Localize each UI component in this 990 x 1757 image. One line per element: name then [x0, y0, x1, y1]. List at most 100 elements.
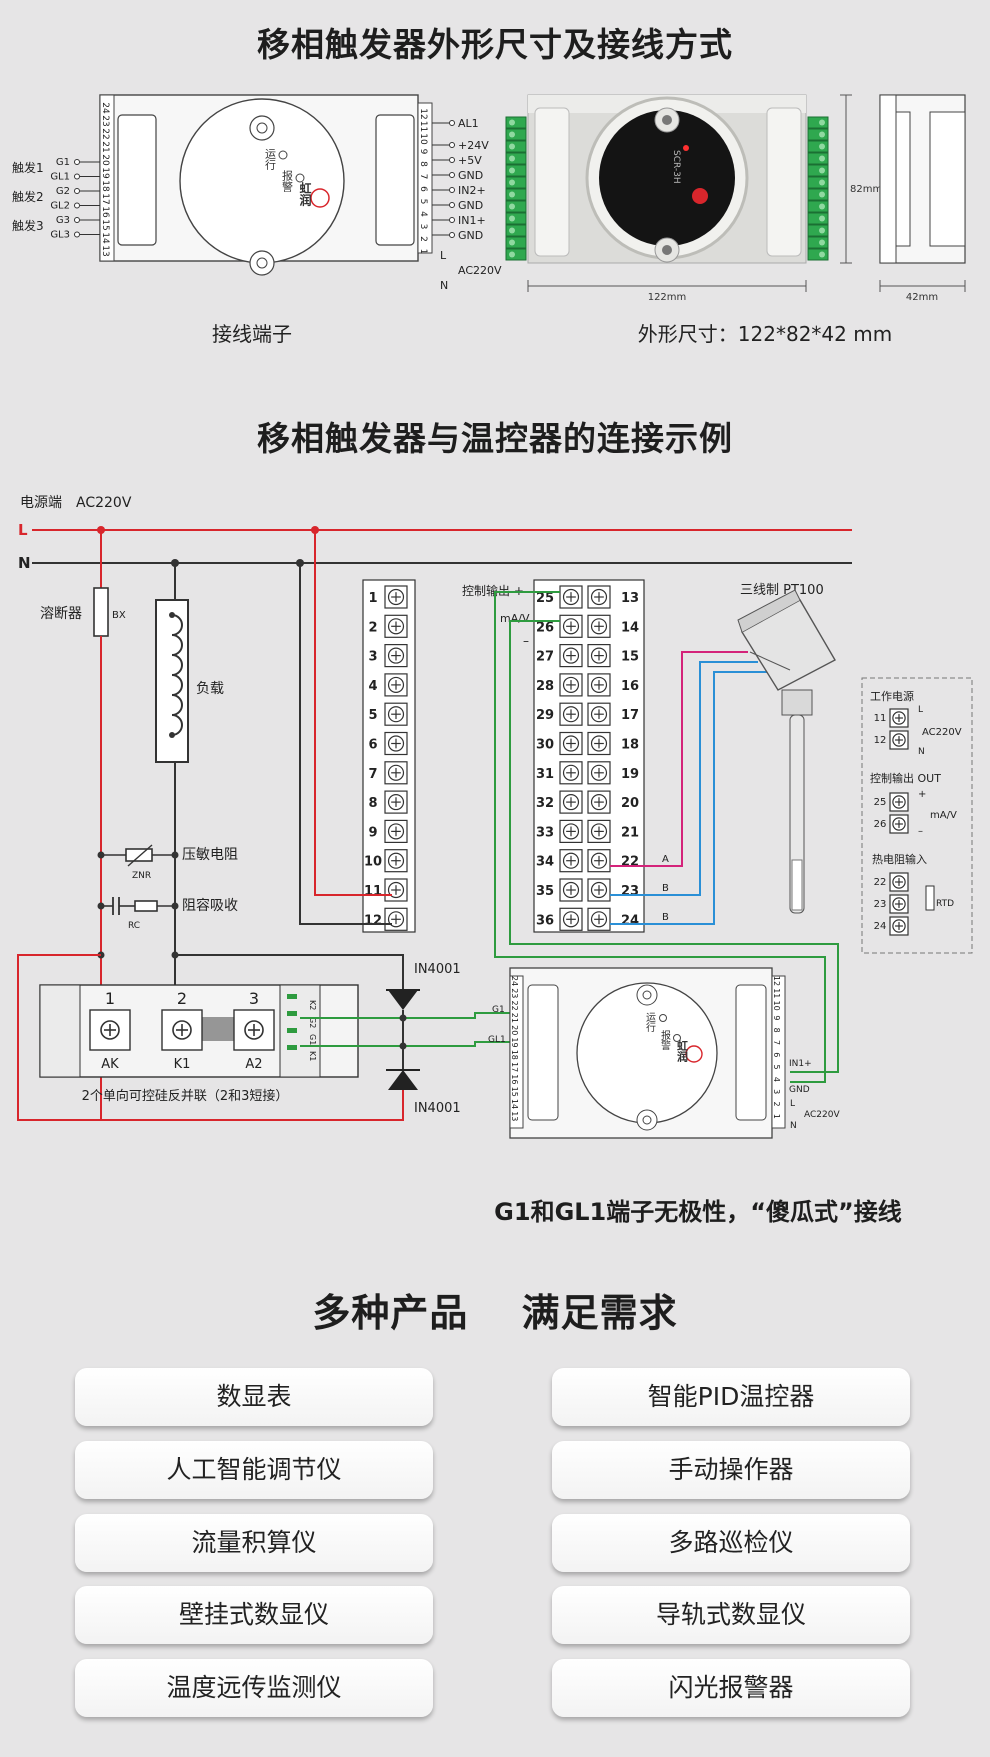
diode-bottom-label: IN4001 [414, 1101, 461, 1116]
right-terminal-1: 1 [418, 249, 428, 255]
product-button-2[interactable]: 智能PID温控器 [552, 1368, 910, 1426]
trigger-label-2: 触发2 [12, 189, 44, 204]
product-button-5[interactable]: 流量积算仪 [75, 1514, 433, 1572]
right-terminal-8: 8 [418, 161, 428, 167]
trig-led-run: 运行 [644, 1012, 656, 1033]
ctrl-terminal-8: 8 [368, 796, 377, 811]
line-L: L [18, 521, 28, 539]
pin-g1: G1 [56, 157, 70, 168]
legend-rtd: RTD [936, 899, 954, 909]
trig-right-terminal-6: 6 [772, 1052, 781, 1057]
ctrl-terminal-2: 2 [368, 620, 377, 635]
controller-right-terminals: 2526272829303132333435361314151617181920… [536, 585, 639, 931]
product-photo: SCR-3H 122mm 82mm [505, 94, 882, 303]
pin-g3: G3 [56, 215, 70, 226]
ctrl-terminal-23: 23 [621, 884, 639, 899]
left-terminal-21: 21 [100, 141, 110, 152]
product-button-9[interactable]: 温度远传监测仪 [75, 1659, 433, 1717]
ctrl-terminal-29: 29 [536, 708, 554, 723]
legend-rtd-title: 热电阻输入 [872, 852, 927, 866]
ctrl-terminal-22: 22 [621, 855, 639, 870]
product-button-1[interactable]: 数显表 [75, 1368, 433, 1426]
rc-snubber [134, 900, 158, 912]
legend-N: N [918, 747, 925, 757]
dim-depth: 42mm [906, 292, 938, 303]
pin-ac220v: AC220V [458, 264, 502, 277]
ctrl-terminal-36: 36 [536, 913, 554, 928]
product-button-6[interactable]: 多路巡检仪 [552, 1514, 910, 1572]
right-terminal-11: 11 [418, 121, 428, 132]
pt100-sensor [737, 589, 836, 914]
scr-side-g1: G1 [308, 1034, 317, 1045]
wire-a: A [662, 854, 669, 865]
scr-number-1: 1 [105, 989, 115, 1008]
fuse-code: BX [112, 610, 126, 621]
right-terminal-4: 4 [418, 211, 428, 217]
scr-number-3: 3 [249, 989, 259, 1008]
left-terminal-14: 14 [100, 232, 110, 244]
ctrl-terminal-31: 31 [536, 767, 554, 782]
product-button-7[interactable]: 壁挂式数显仪 [75, 1586, 433, 1644]
product-button-8[interactable]: 导轨式数显仪 [552, 1586, 910, 1644]
trig-left-terminal-22: 22 [510, 1001, 519, 1011]
scr-side-k1: K1 [308, 1051, 317, 1061]
pin-l: L [440, 249, 447, 262]
trig-g1: G1 [492, 1005, 505, 1015]
products-title: 多种产品 满足需求 [312, 1291, 678, 1335]
trig-right-terminal-1: 1 [772, 1114, 781, 1119]
left-terminal-24: 24 [100, 102, 110, 114]
load-label: 负载 [196, 681, 224, 697]
ctrl-terminal-10: 10 [364, 855, 382, 870]
product-button-4[interactable]: 手动操作器 [552, 1441, 910, 1499]
legend-power-pin-12: 12 [874, 735, 887, 746]
controller-left-strip [362, 579, 416, 933]
rc-code: RC [128, 921, 140, 931]
ctrl-terminal-28: 28 [536, 679, 554, 694]
pin-n: N [440, 279, 448, 292]
left-terminal-23: 23 [100, 115, 110, 126]
controller-right-strip [533, 579, 645, 933]
varistor [125, 848, 153, 862]
trig-left-terminal-15: 15 [510, 1087, 519, 1097]
scr-term-a2: A2 [245, 1057, 262, 1072]
diode-top-label: IN4001 [414, 962, 461, 977]
left-terminal-19: 19 [100, 167, 110, 179]
trig-right-terminal-10: 10 [772, 1001, 781, 1011]
right-terminal-6: 6 [418, 186, 428, 192]
dim-width: 122mm [648, 292, 687, 303]
trigger-label-1: 触发1 [12, 160, 44, 175]
pin-plus5v: +5V [458, 154, 482, 167]
ctrl-terminal-30: 30 [536, 738, 554, 753]
trig-right-terminal-12: 12 [772, 976, 781, 986]
ctrl-terminal-15: 15 [621, 650, 639, 665]
right-terminal-9: 9 [418, 149, 428, 155]
pin-plus24v: +24V [458, 139, 489, 152]
ctrl-terminal-13: 13 [621, 591, 639, 606]
trig-right-terminal-11: 11 [772, 988, 781, 998]
scr-term-k1: K1 [174, 1057, 191, 1072]
fuse-label: 溶断器 [40, 606, 82, 622]
ctrl-terminal-17: 17 [621, 708, 639, 723]
ctrl-terminal-35: 35 [536, 884, 554, 899]
side-view: 42mm [879, 94, 966, 303]
ctrl-terminal-25: 25 [536, 591, 554, 606]
product-button-10[interactable]: 闪光报警器 [552, 1659, 910, 1717]
minus-label: – [523, 634, 529, 648]
ctrl-terminal-4: 4 [368, 679, 377, 694]
pin-gnd: GND [458, 199, 483, 212]
led-run-label: 运行 [264, 148, 277, 171]
trig-left-terminal-16: 16 [510, 1074, 519, 1084]
ctrl-terminal-9: 9 [368, 825, 377, 840]
varistor-label: 压敏电阻 [182, 847, 238, 863]
product-button-3[interactable]: 人工智能调节仪 [75, 1441, 433, 1499]
ctrl-terminal-5: 5 [368, 708, 377, 723]
trig-right-terminal-3: 3 [772, 1089, 781, 1094]
ctrl-terminal-20: 20 [621, 796, 639, 811]
